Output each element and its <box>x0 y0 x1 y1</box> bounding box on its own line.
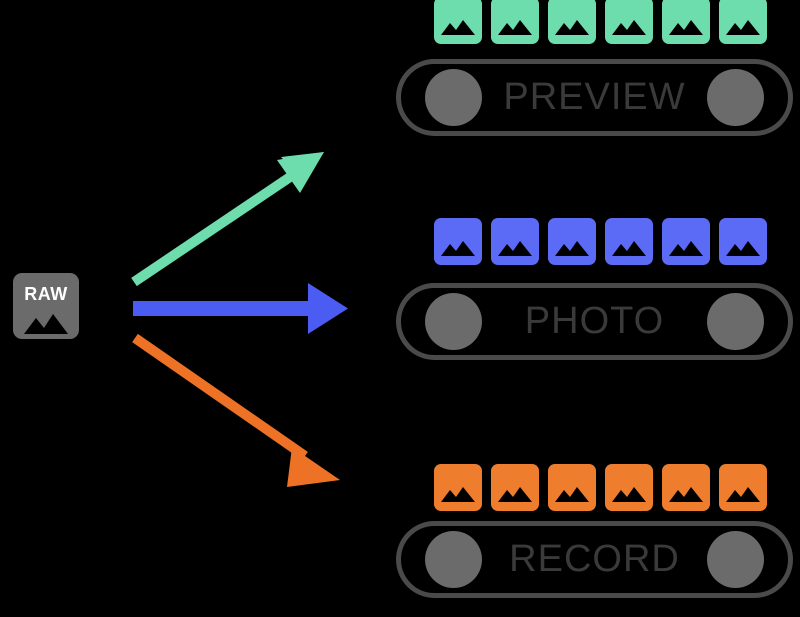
frame-thumbnail[interactable] <box>434 0 482 44</box>
image-mountain-icon <box>498 241 532 256</box>
image-mountain-icon <box>612 241 646 256</box>
arrow-record <box>132 333 340 487</box>
frame-thumbnail[interactable] <box>548 218 596 265</box>
image-mountain-icon <box>726 241 760 256</box>
image-mountain-icon <box>669 241 703 256</box>
left-knob <box>425 293 482 350</box>
frame-thumbnail[interactable] <box>605 218 653 265</box>
image-mountain-icon <box>441 20 475 35</box>
image-mountain-icon <box>498 487 532 502</box>
image-mountain-icon <box>498 20 532 35</box>
frame-thumbnail[interactable] <box>662 464 710 511</box>
right-knob <box>707 531 764 588</box>
left-knob <box>425 531 482 588</box>
image-mountain-icon <box>726 487 760 502</box>
frame-thumbnail[interactable] <box>719 0 767 44</box>
raw-label: RAW <box>24 284 68 304</box>
image-mountain-icon <box>612 20 646 35</box>
image-mountain-icon <box>726 20 760 35</box>
image-mountain-icon <box>612 487 646 502</box>
stream-label-preview: PREVIEW <box>503 76 686 118</box>
image-mountain-icon <box>555 241 589 256</box>
filmstrip-photo <box>434 218 767 265</box>
image-mountain-icon <box>24 314 68 334</box>
right-knob <box>707 69 764 126</box>
frame-thumbnail[interactable] <box>548 464 596 511</box>
stream-pill-preview[interactable]: PREVIEW <box>396 59 793 136</box>
frame-thumbnail[interactable] <box>491 464 539 511</box>
stream-label-record: RECORD <box>509 538 680 580</box>
image-mountain-icon <box>555 20 589 35</box>
frame-thumbnail[interactable] <box>719 464 767 511</box>
raw-source-tile[interactable]: RAW <box>13 273 79 339</box>
left-knob <box>425 69 482 126</box>
arrow-preview <box>131 152 324 287</box>
image-mountain-icon <box>441 241 475 256</box>
stream-pill-record[interactable]: RECORD <box>396 521 793 598</box>
frame-thumbnail[interactable] <box>548 0 596 44</box>
image-mountain-icon <box>555 487 589 502</box>
frame-thumbnail[interactable] <box>719 218 767 265</box>
frame-thumbnail[interactable] <box>662 0 710 44</box>
filmstrip-record <box>434 464 767 511</box>
frame-thumbnail[interactable] <box>491 218 539 265</box>
image-mountain-icon <box>669 20 703 35</box>
frame-thumbnail[interactable] <box>491 0 539 44</box>
stream-pill-photo[interactable]: PHOTO <box>396 283 793 360</box>
frame-thumbnail[interactable] <box>434 464 482 511</box>
filmstrip-preview <box>434 0 767 44</box>
image-mountain-icon <box>669 487 703 502</box>
frame-thumbnail[interactable] <box>605 0 653 44</box>
arrow-photo <box>133 283 348 334</box>
frame-thumbnail[interactable] <box>605 464 653 511</box>
frame-thumbnail[interactable] <box>662 218 710 265</box>
image-mountain-icon <box>441 487 475 502</box>
frame-thumbnail[interactable] <box>434 218 482 265</box>
right-knob <box>707 293 764 350</box>
stream-label-photo: PHOTO <box>524 300 665 342</box>
